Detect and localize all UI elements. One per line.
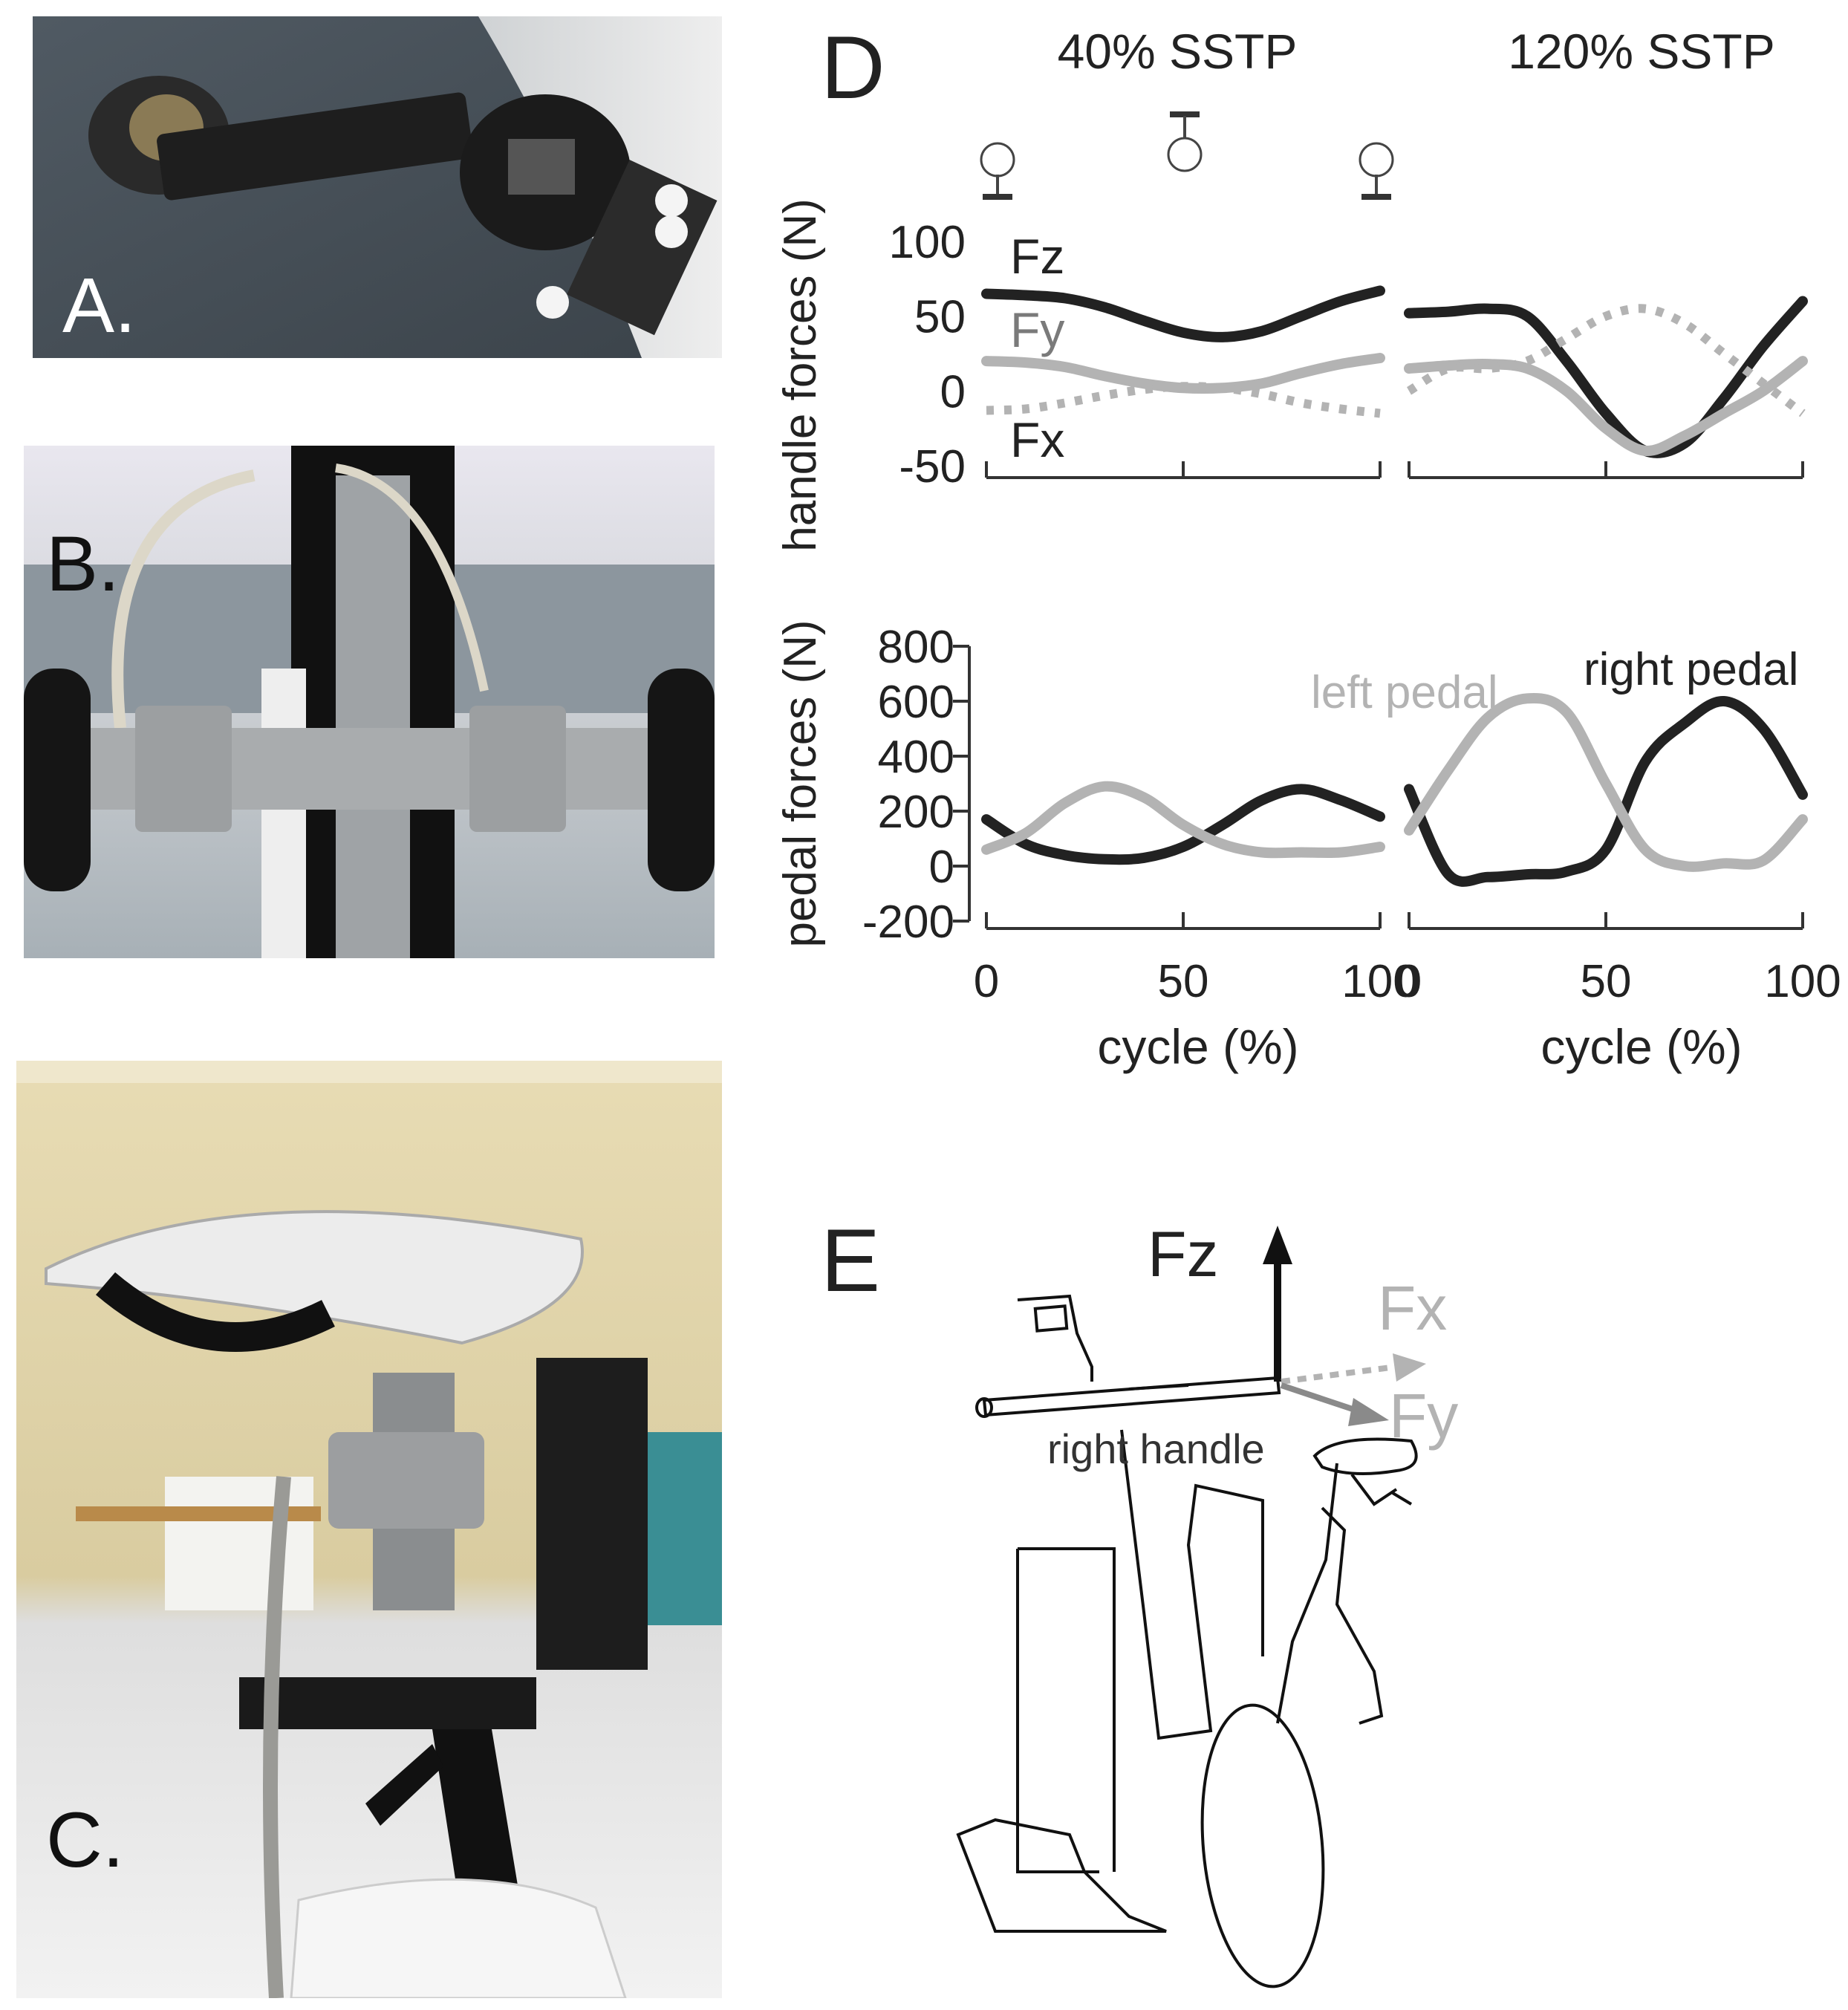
series-line-3-1 <box>1404 692 1808 872</box>
series-label-fx: Fx <box>1010 412 1064 467</box>
pedal-position-icon-start <box>980 142 1015 200</box>
y-axis-label-handle: handle forces (N) <box>775 198 826 552</box>
y-tick-label: 50 <box>914 292 966 343</box>
series-label-right-pedal: right pedal <box>1584 644 1799 695</box>
photo-c-saddle: C. <box>16 1061 722 1998</box>
diagram-label-fy: Fy <box>1389 1381 1458 1451</box>
x-axis-label-left: cycle (%) <box>1097 1019 1298 1074</box>
series-line-0-0 <box>981 285 1385 342</box>
x-tick-label: 50 <box>1581 956 1632 1007</box>
x-tick-label: 0 <box>974 956 999 1007</box>
x-tick-label: 0 <box>1396 956 1422 1007</box>
diagram-label-fz: Fz <box>1148 1219 1219 1290</box>
series-label-left-pedal: left pedal <box>1311 667 1498 718</box>
photo-a-handle-sensor: A. <box>33 16 722 358</box>
series-label-fy: Fy <box>1010 302 1064 357</box>
chart-title-120: 120% SSTP <box>1508 24 1775 79</box>
y-tick-label: 400 <box>878 732 954 783</box>
y-axis-label-pedal: pedal forces (N) <box>775 619 826 947</box>
diagram-label-fx: Fx <box>1378 1273 1447 1343</box>
y-tick-label: 800 <box>878 622 954 673</box>
x-tick-label: 100 <box>1764 956 1841 1007</box>
series-line-1-0 <box>1404 296 1808 458</box>
x-axis-label-right: cycle (%) <box>1540 1019 1742 1074</box>
y-tick-label: -200 <box>862 897 954 948</box>
y-tick-label: -50 <box>899 441 966 492</box>
pedal-position-icon-end <box>1359 142 1394 200</box>
panel-label-d: D <box>821 18 885 117</box>
panel-label-b: B. <box>46 521 120 608</box>
x-tick-label: 50 <box>1158 956 1209 1007</box>
series-line-1-2 <box>1406 304 1806 417</box>
chart-title-40: 40% SSTP <box>1058 24 1298 79</box>
series-label-fz: Fz <box>1010 229 1064 284</box>
diagram-label-right-handle: right handle <box>1047 1425 1265 1472</box>
x-tick-label: 100 <box>1341 956 1418 1007</box>
panel-label-c: C. <box>46 1797 124 1884</box>
y-tick-label: 600 <box>878 677 954 728</box>
y-tick-label: 0 <box>929 842 954 893</box>
photo-b-handlebar: B. <box>24 446 715 958</box>
series-line-2-1 <box>981 781 1385 859</box>
y-tick-label: 0 <box>940 366 966 417</box>
series-line-1-1 <box>1404 356 1808 456</box>
panel-label-e: E <box>821 1211 881 1310</box>
y-tick-label: 100 <box>889 217 966 268</box>
panel-label-a: A. <box>62 262 137 349</box>
series-line-2-0 <box>981 784 1385 865</box>
series-line-3-0 <box>1404 696 1808 887</box>
y-tick-label: 200 <box>878 787 954 838</box>
series-line-0-2 <box>986 382 1381 418</box>
pedal-position-icon-mid <box>1167 111 1203 172</box>
